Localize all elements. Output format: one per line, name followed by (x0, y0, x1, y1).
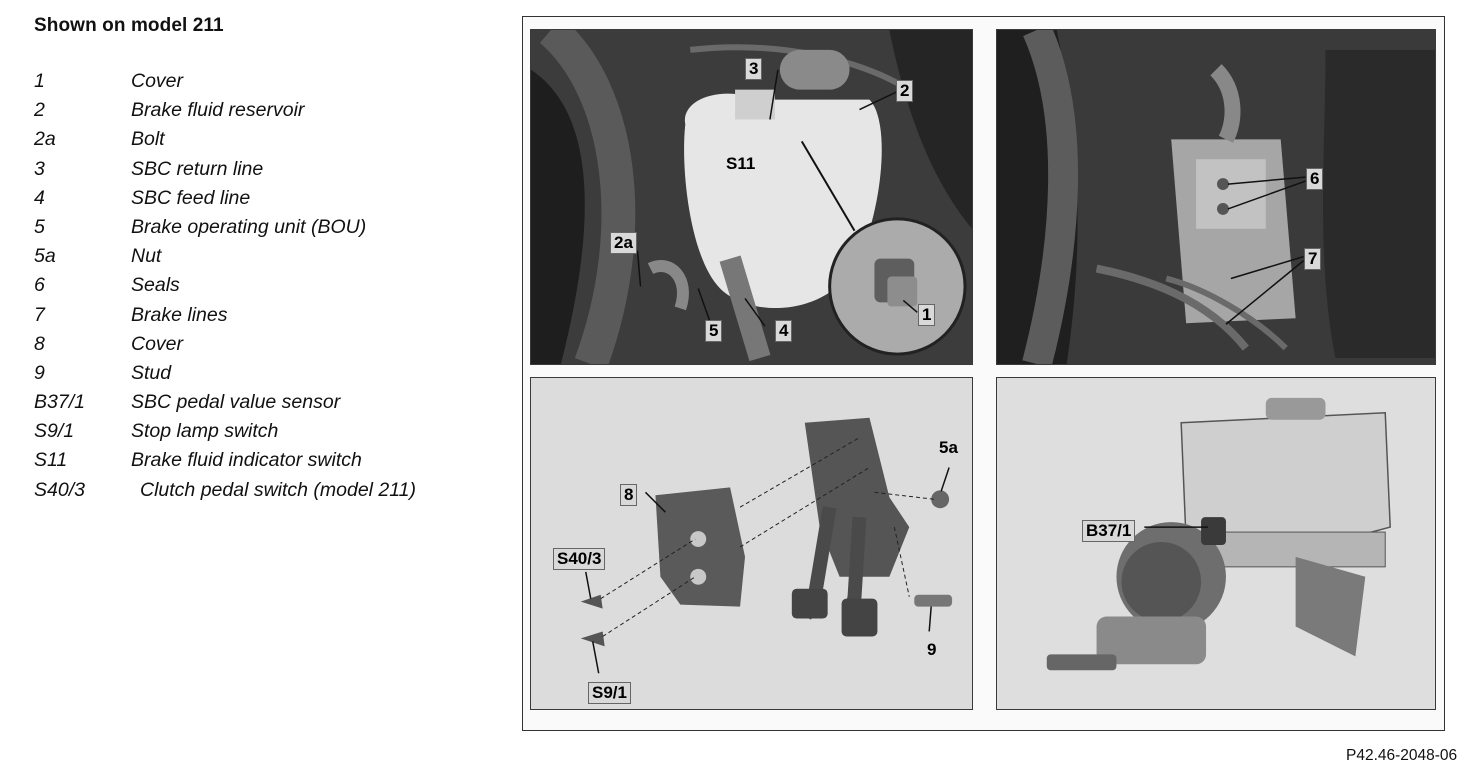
callout-s11: S11 (726, 154, 756, 173)
legend-key: 1 (34, 70, 45, 92)
legend-desc: SBC return line (131, 157, 264, 180)
callout-2: 2 (896, 80, 914, 102)
callout-1: 1 (918, 304, 936, 326)
legend-key: 2 (34, 99, 45, 122)
callout-2a: 2a (610, 232, 637, 254)
brake-operating-unit-illustration (996, 377, 1436, 710)
callout-7: 7 (1304, 248, 1322, 270)
figure-reference-number: P42.46-2048-06 (1346, 747, 1458, 764)
legend-desc: SBC feed line (131, 186, 251, 209)
legend-key: 5a (34, 245, 56, 268)
callout-8: 8 (620, 484, 638, 506)
legend-desc: Seals (131, 274, 180, 297)
legend-desc: Nut (131, 245, 162, 268)
callout-3: 3 (745, 58, 763, 80)
legend-key: 8 (34, 332, 45, 355)
legend-key: 2a (34, 128, 56, 151)
legend-desc: SBC pedal value sensor (131, 391, 341, 414)
callout-5a: 5a (939, 438, 958, 457)
callout-s9-1: S9/1 (588, 682, 631, 704)
photo-brake-lines (996, 29, 1436, 365)
section-heading: Shown on model 211 (34, 15, 224, 36)
legend-key: B37/1 (34, 391, 85, 414)
legend-desc: Brake fluid indicator switch (131, 449, 362, 472)
bou-drawing (997, 378, 1435, 709)
callout-s40-3: S40/3 (553, 548, 606, 570)
legend-desc: Brake lines (131, 303, 228, 326)
legend-key: S11 (34, 449, 68, 472)
callout-6: 6 (1306, 168, 1324, 190)
legend-desc: Stop lamp switch (131, 420, 279, 443)
legend-key: 5 (34, 215, 45, 238)
legend-desc: Cover (131, 332, 184, 355)
legend-key: 3 (34, 157, 45, 180)
legend-key: 6 (34, 274, 45, 297)
legend-key: S40/3 (34, 478, 85, 501)
legend-key: 4 (34, 186, 45, 209)
callout-b37-1: B37/1 (1082, 520, 1136, 542)
legend-desc: Stud (131, 361, 172, 384)
legend-key: 7 (34, 303, 45, 326)
callout-5: 5 (705, 320, 723, 342)
legend-desc: Bolt (131, 128, 165, 151)
legend-desc: Brake operating unit (BOU) (131, 215, 367, 238)
pedal-assembly-illustration (530, 377, 973, 710)
callout-4: 4 (775, 320, 793, 342)
legend-desc: Brake fluid reservoir (131, 99, 305, 122)
legend-key: 9 (34, 361, 45, 384)
callout-9: 9 (927, 640, 937, 659)
legend-desc: Clutch pedal switch (model 211) (140, 478, 417, 501)
legend-desc: Cover (131, 70, 184, 92)
brake-lines-photo-drawing (997, 30, 1435, 364)
pedal-assembly-drawing (531, 378, 972, 709)
legend-key: S9/1 (34, 420, 75, 443)
